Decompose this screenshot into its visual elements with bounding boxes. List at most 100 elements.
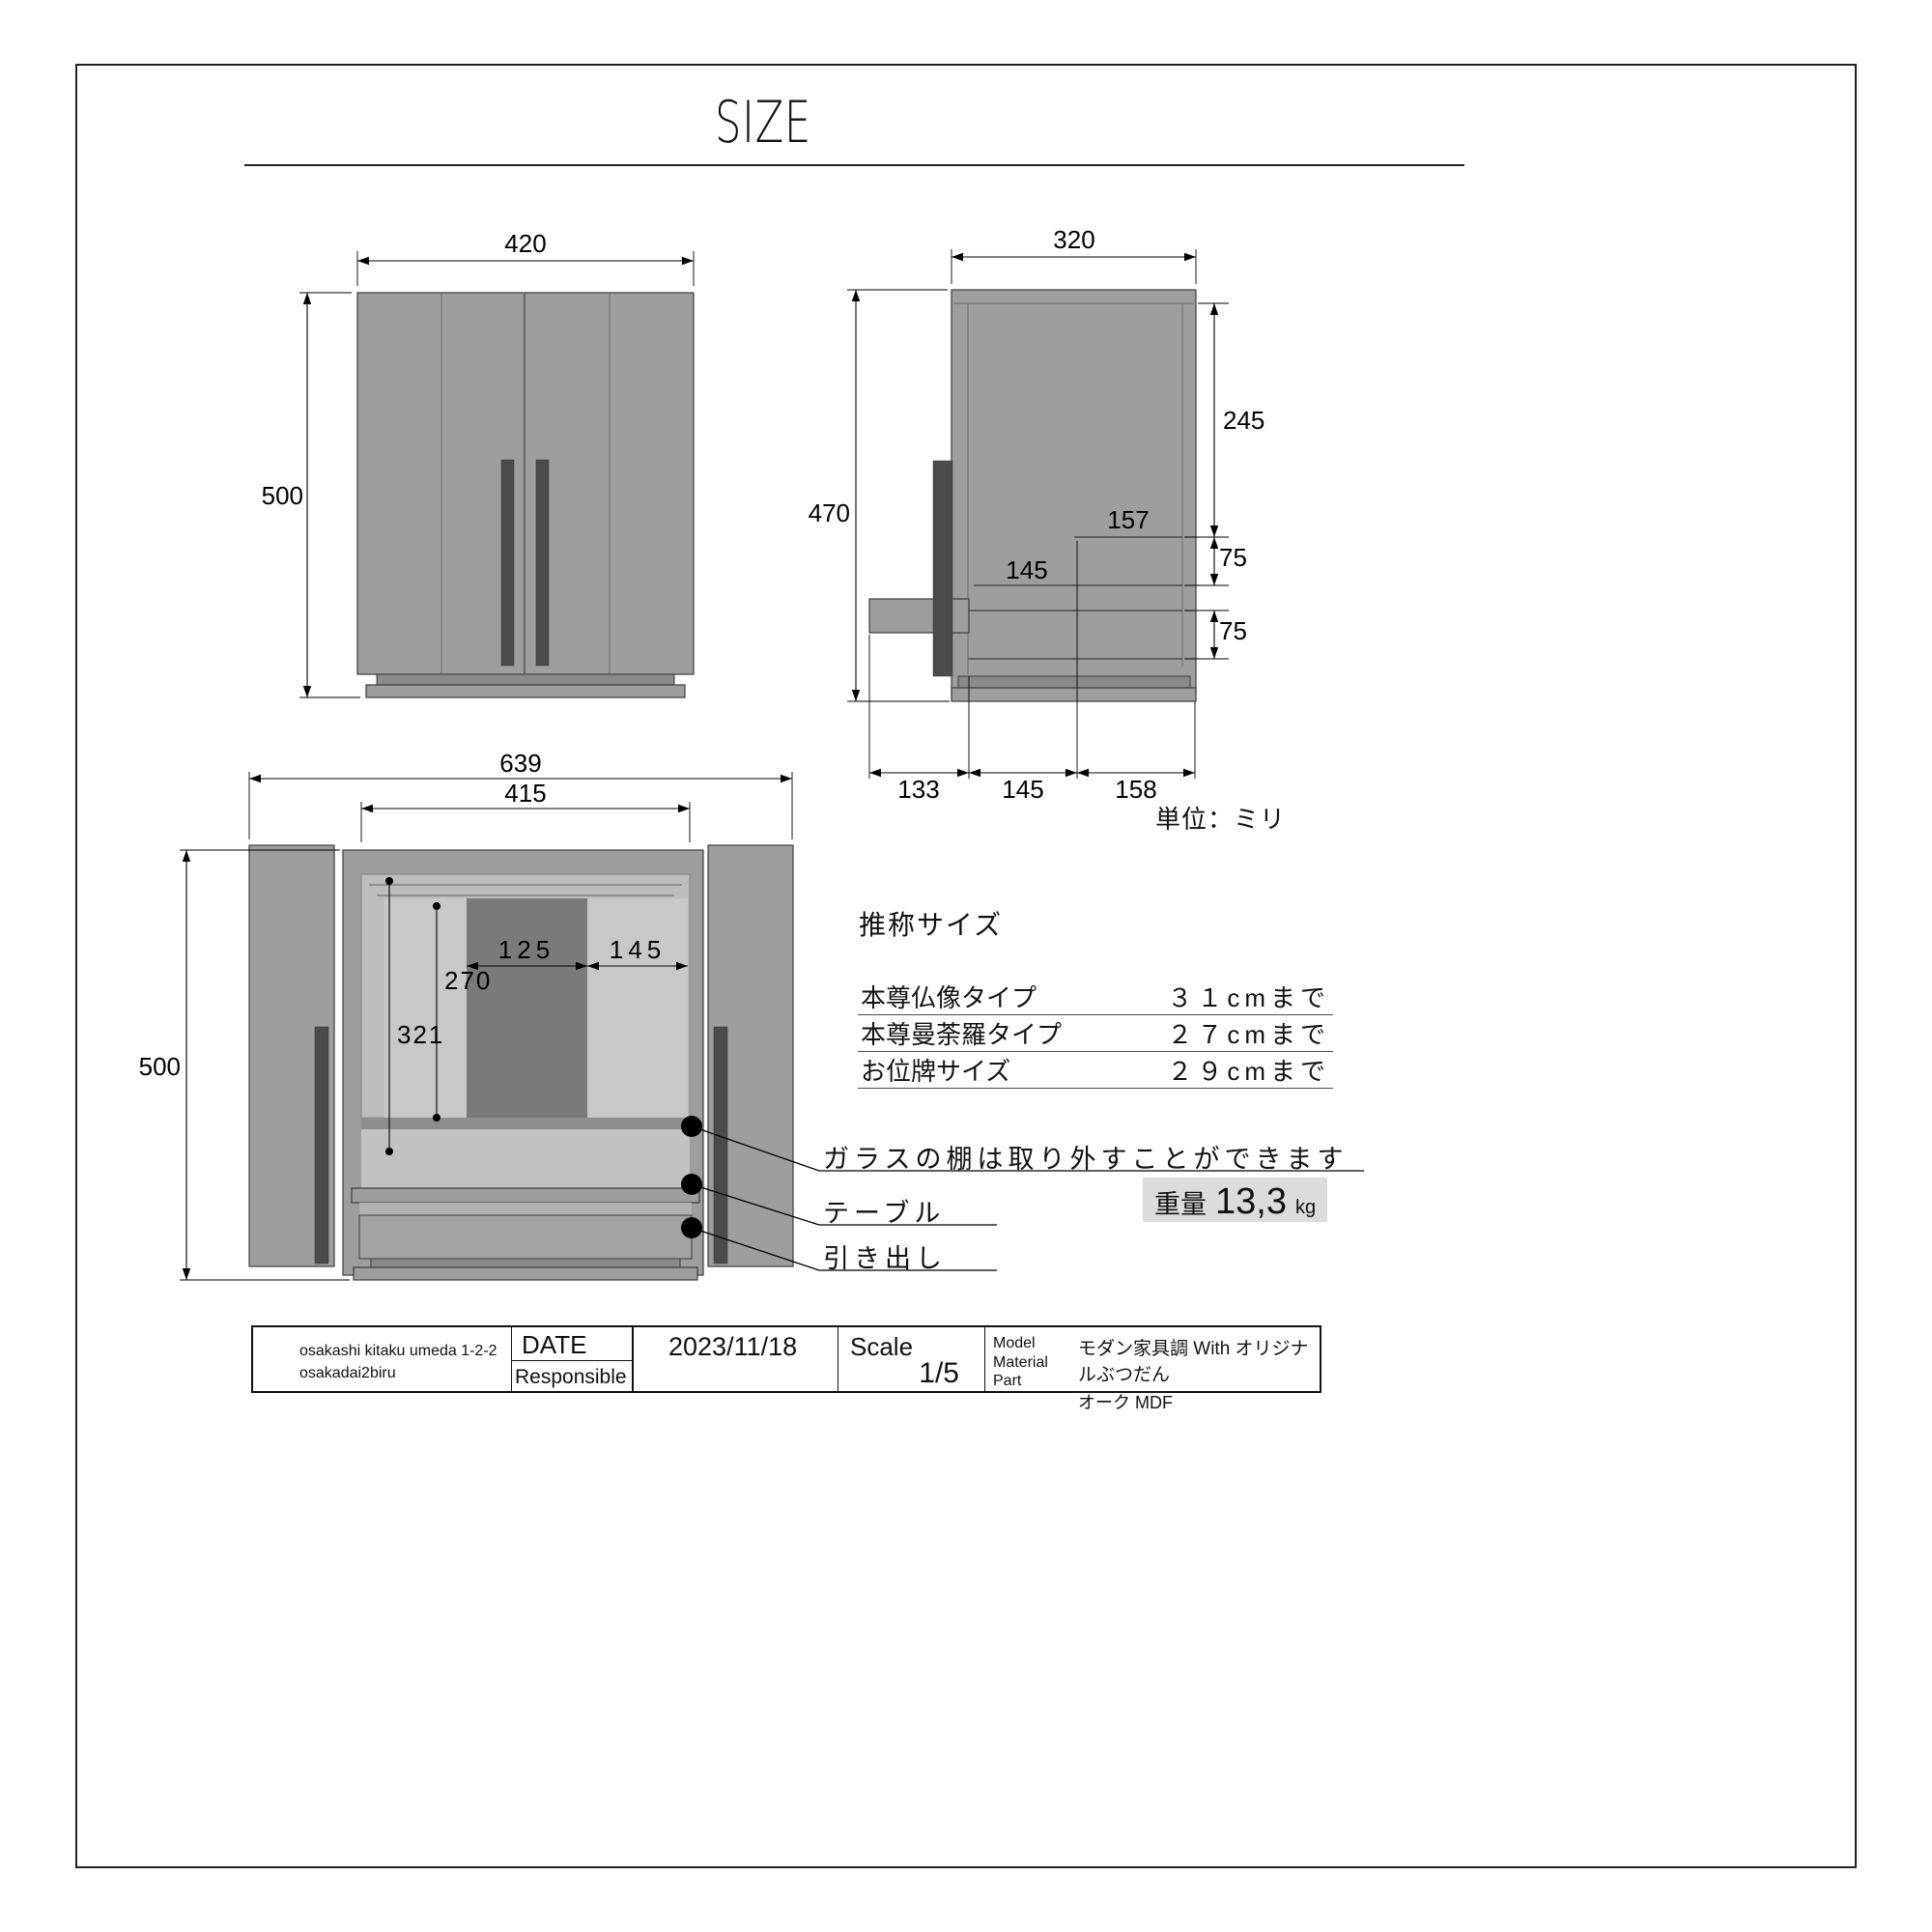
dim-open-right-width: 145 bbox=[587, 935, 688, 971]
weight-badge: 重量 13,3 kg bbox=[1143, 1178, 1328, 1222]
title-block-part-info: Model Material Part モダン家具調 With オリジナルぶつだ… bbox=[985, 1327, 1320, 1412]
drawer-front bbox=[358, 1214, 693, 1260]
title-underline bbox=[244, 164, 1464, 166]
dim-open-height: 500 bbox=[139, 849, 350, 1281]
page-title: SIZE bbox=[715, 89, 811, 156]
front-view-closed bbox=[356, 292, 695, 698]
open-handle-right bbox=[713, 1026, 728, 1264]
material-label: Material bbox=[993, 1353, 1048, 1371]
address-line-1: osakashi kitaku umeda 1-2-2 bbox=[299, 1343, 497, 1359]
responsible-label: Responsible bbox=[515, 1366, 627, 1388]
side-slide-table bbox=[868, 598, 970, 634]
title-block-address: osakashi kitaku umeda 1-2-2 osakadai2bir… bbox=[253, 1327, 512, 1391]
dim-open-height-label: 500 bbox=[139, 1052, 181, 1081]
callout-leaders bbox=[681, 1116, 1364, 1271]
recommended-row-label: お位牌サイズ bbox=[861, 1057, 1011, 1086]
cabinet-side-body bbox=[951, 289, 1197, 696]
dim-front-width-label: 420 bbox=[504, 229, 546, 258]
recommended-size-table: 本尊仏像タイプ ３１cmまで 本尊曼荼羅タイプ ２７cmまで お位牌サイズ ２９… bbox=[858, 979, 1333, 1089]
callout-drawer-label: 引き出し bbox=[823, 1244, 947, 1273]
dim-shelf-depth-label: 157 bbox=[1107, 505, 1149, 534]
dim-front-width: 420 bbox=[356, 229, 695, 286]
side-door-edge bbox=[932, 460, 953, 677]
dim-lower-gap-label: 75 bbox=[1219, 616, 1247, 645]
title-block: osakashi kitaku umeda 1-2-2 osakadai2bir… bbox=[251, 1325, 1321, 1412]
door-handle-left bbox=[500, 459, 515, 667]
date-label: DATE bbox=[512, 1327, 632, 1361]
drawing-border-frame bbox=[75, 64, 1857, 1868]
interior-panel-left bbox=[384, 898, 467, 1118]
lower-stage bbox=[361, 1129, 690, 1188]
recommended-row-value: ３１cmまで bbox=[1167, 983, 1330, 1012]
dim-side-height: 470 bbox=[809, 289, 950, 702]
open-plinth bbox=[370, 1258, 681, 1268]
dim-open-inner-height: 321 bbox=[385, 877, 444, 1155]
callout-glass-shelf-label: ガラスの棚は取り外すことができます bbox=[823, 1145, 1349, 1174]
dim-shelf-gap-label: 75 bbox=[1219, 543, 1247, 572]
dim-upper-height-open-label: 270 bbox=[444, 966, 492, 995]
title-block-date-labels: DATE Responsible bbox=[512, 1327, 634, 1391]
address-line-2: osakadai2biru bbox=[299, 1365, 396, 1382]
dim-open-center-width: 125 bbox=[467, 935, 587, 971]
side-base bbox=[951, 687, 1197, 702]
recommended-row-mandala: 本尊曼荼羅タイプ ２７cmまで bbox=[858, 1015, 1333, 1052]
cabinet-front-body bbox=[356, 292, 695, 675]
back-panel bbox=[467, 898, 587, 1118]
model-label: Model bbox=[993, 1335, 1036, 1351]
dim-open-upper-height: 270 bbox=[433, 902, 492, 1122]
interior-panel-right bbox=[587, 898, 688, 1118]
title-block-scale: Scale 1/5 bbox=[838, 1327, 985, 1391]
dim-bottom-back-label: 158 bbox=[1115, 775, 1156, 804]
dim-bottom-mid-label: 145 bbox=[1002, 775, 1043, 804]
recommended-row-label: 本尊曼荼羅タイプ bbox=[861, 1020, 1063, 1049]
open-base bbox=[353, 1266, 698, 1281]
dim-center-width-label: 125 bbox=[498, 935, 554, 964]
recommended-row-ihai: お位牌サイズ ２９cmまで bbox=[858, 1052, 1333, 1089]
material-value: オーク MDF bbox=[1078, 1393, 1173, 1412]
recommended-row-value: ２７cmまで bbox=[1167, 1020, 1330, 1049]
dim-inner-width-label: 415 bbox=[504, 779, 546, 808]
dim-side-right-column: 245 75 75 bbox=[1184, 302, 1264, 660]
part-info-values: モダン家具調 With オリジナルぶつだん オーク MDF bbox=[1078, 1334, 1320, 1412]
side-view: 157 145 bbox=[868, 289, 1197, 702]
recommended-row-label: 本尊仏像タイプ bbox=[861, 983, 1037, 1012]
dim-side-bottom-row: 133 145 158 bbox=[868, 541, 1196, 804]
recommended-row-value: ２９cmまで bbox=[1167, 1057, 1330, 1086]
dim-inner-height-label: 321 bbox=[397, 1020, 444, 1049]
door-handle-right bbox=[535, 459, 550, 667]
glass-shelf bbox=[361, 1118, 690, 1129]
callout-table-label: テーブル bbox=[823, 1199, 946, 1228]
side-plinth bbox=[957, 675, 1191, 689]
front-plinth bbox=[376, 673, 675, 686]
dim-bottom-front-label: 133 bbox=[897, 775, 939, 804]
dim-side-height-label: 470 bbox=[809, 498, 850, 527]
scale-value: 1/5 bbox=[919, 1357, 959, 1389]
date-value: 2023/11/18 bbox=[634, 1327, 838, 1391]
dim-outer-width-label: 639 bbox=[499, 749, 541, 778]
part-label: Part bbox=[993, 1373, 1022, 1390]
open-view bbox=[248, 844, 794, 1281]
weight-value: 13,3 bbox=[1215, 1181, 1287, 1222]
dim-upper-height-label: 245 bbox=[1223, 406, 1264, 435]
part-info-labels: Model Material Part bbox=[993, 1334, 1078, 1391]
front-base bbox=[365, 684, 686, 698]
unit-note: 単位：ミリ bbox=[1155, 805, 1287, 834]
slide-table bbox=[351, 1187, 700, 1204]
dim-side-width-label: 320 bbox=[1053, 225, 1094, 254]
dim-table-depth-label: 145 bbox=[1006, 555, 1047, 584]
table-gap bbox=[359, 1203, 692, 1215]
open-handle-left bbox=[314, 1026, 329, 1264]
recommended-size-heading: 推称サイズ bbox=[859, 910, 1004, 940]
dim-front-height: 500 bbox=[262, 292, 360, 698]
dim-open-outer-width: 639 bbox=[248, 749, 793, 839]
weight-unit: kg bbox=[1294, 1197, 1317, 1218]
scale-label: Scale bbox=[850, 1332, 914, 1361]
dim-front-height-label: 500 bbox=[262, 481, 303, 510]
model-value: モダン家具調 With オリジナルぶつだん bbox=[1078, 1339, 1309, 1385]
recommended-row-statue: 本尊仏像タイプ ３１cmまで bbox=[858, 979, 1333, 1015]
dim-right-width-label: 145 bbox=[610, 935, 666, 964]
weight-label: 重量 bbox=[1154, 1190, 1207, 1219]
dim-open-inner-width: 415 bbox=[360, 779, 691, 842]
